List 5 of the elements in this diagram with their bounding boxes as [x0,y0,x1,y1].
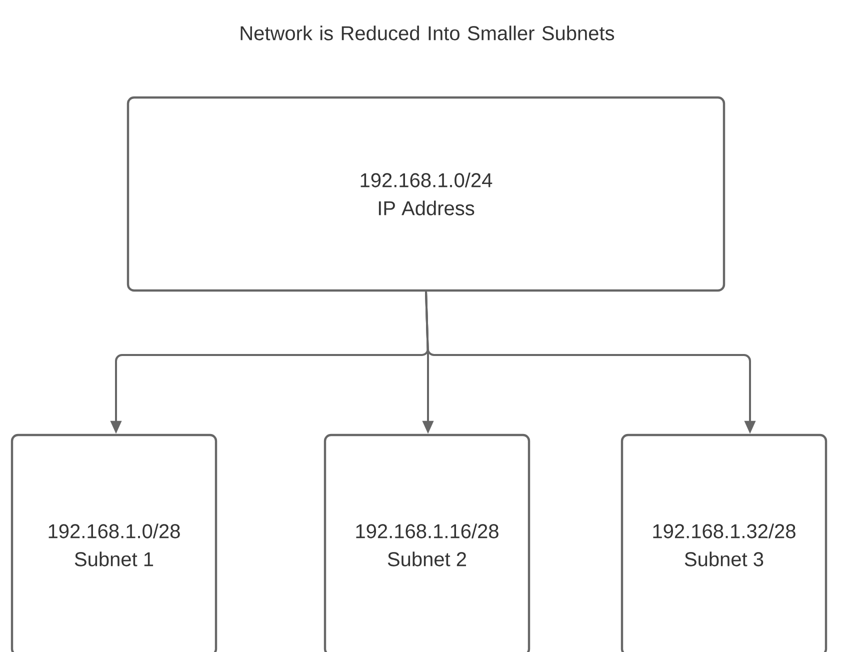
subnet-box: 192.168.1.0/28 Subnet 1 [10,434,218,652]
network-box: 192.168.1.0/24 IP Address [126,96,726,292]
subnet-box: 192.168.1.32/28 Subnet 3 [620,434,828,652]
subnet-box: 192.168.1.16/28 Subnet 2 [324,434,530,652]
title: Network is Reduced Into Smaller Subnets [240,26,614,40]
